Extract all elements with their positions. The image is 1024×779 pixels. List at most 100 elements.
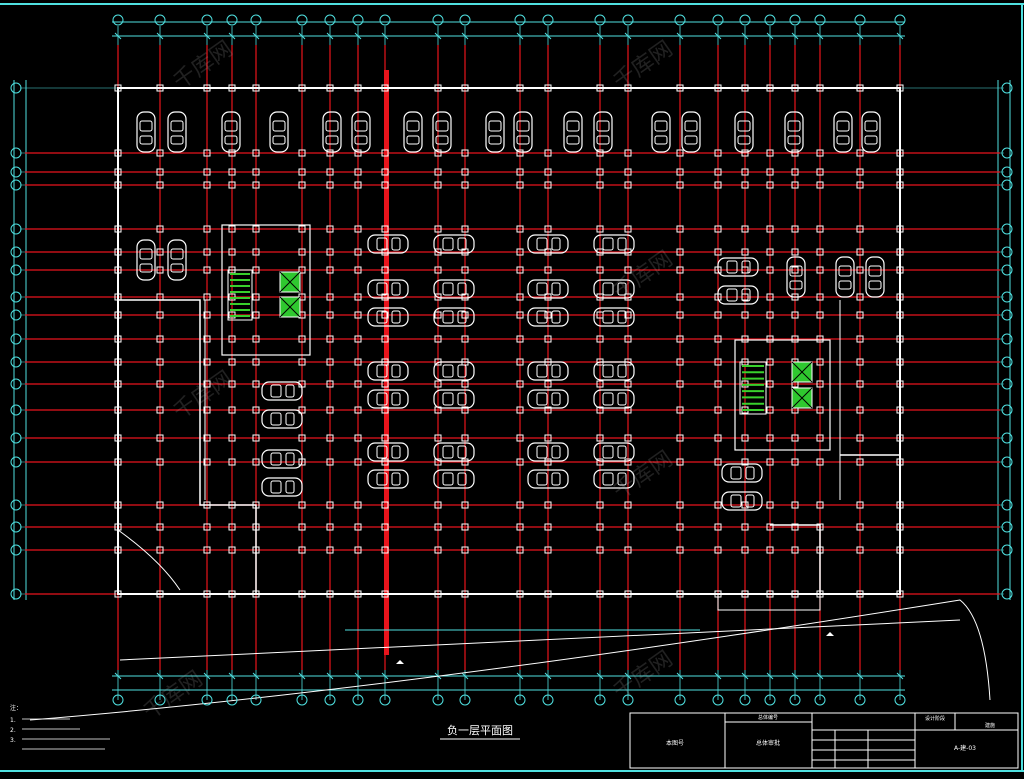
column xyxy=(114,266,122,274)
marker xyxy=(826,632,834,636)
axis-bubble-right xyxy=(1001,404,1013,416)
column xyxy=(896,293,904,301)
column xyxy=(766,293,774,301)
column xyxy=(741,501,749,509)
axis-bubble-left xyxy=(10,179,22,191)
column xyxy=(596,546,604,554)
tick-mark xyxy=(714,32,722,40)
parking-space-horizontal xyxy=(527,307,569,327)
column xyxy=(516,358,524,366)
column xyxy=(354,590,362,598)
column xyxy=(856,311,864,319)
axis-bubble-top xyxy=(739,14,751,26)
parking-space-horizontal xyxy=(433,307,475,327)
column xyxy=(816,311,824,319)
parking-space-vertical xyxy=(861,111,881,153)
column xyxy=(676,335,684,343)
column xyxy=(326,546,334,554)
axis-bubble-bottom xyxy=(739,694,751,706)
elevator-left-2 xyxy=(279,296,301,318)
axis-bubble-right xyxy=(1001,521,1013,533)
column xyxy=(766,590,774,598)
column xyxy=(252,149,260,157)
column xyxy=(252,225,260,233)
column xyxy=(596,501,604,509)
column xyxy=(156,311,164,319)
column xyxy=(596,225,604,233)
column xyxy=(228,458,236,466)
title-block: 本图号 总体审批 总体编号 A-建-03 设计阶段 建施 xyxy=(629,712,1019,769)
column xyxy=(896,458,904,466)
tick-mark xyxy=(381,672,389,680)
column xyxy=(354,181,362,189)
parking-space-horizontal xyxy=(433,442,475,462)
column xyxy=(203,406,211,414)
tick-mark xyxy=(766,32,774,40)
column xyxy=(896,248,904,256)
column xyxy=(624,168,632,176)
parking-space-vertical xyxy=(351,111,371,153)
title-block-cell-a: 本图号 xyxy=(666,739,684,747)
column xyxy=(203,380,211,388)
column xyxy=(714,168,722,176)
column xyxy=(544,84,552,92)
column xyxy=(896,380,904,388)
axis-bubble-bottom xyxy=(814,694,826,706)
column xyxy=(252,311,260,319)
tick-mark xyxy=(326,32,334,40)
column xyxy=(714,434,722,442)
column xyxy=(203,458,211,466)
column xyxy=(228,590,236,598)
column xyxy=(461,293,469,301)
column xyxy=(714,358,722,366)
column xyxy=(816,458,824,466)
column xyxy=(326,380,334,388)
column xyxy=(381,149,389,157)
column xyxy=(434,149,442,157)
column xyxy=(461,168,469,176)
parking-space-horizontal xyxy=(433,234,475,254)
column xyxy=(816,225,824,233)
column xyxy=(896,358,904,366)
column xyxy=(381,434,389,442)
column xyxy=(596,168,604,176)
tick-mark xyxy=(896,672,904,680)
tick-mark xyxy=(766,672,774,680)
column xyxy=(114,434,122,442)
column xyxy=(252,181,260,189)
column xyxy=(252,358,260,366)
column xyxy=(461,266,469,274)
parking-space-horizontal xyxy=(717,285,759,305)
tick-mark xyxy=(856,32,864,40)
column xyxy=(203,293,211,301)
column xyxy=(624,406,632,414)
parking-space-horizontal xyxy=(367,442,409,462)
parking-space-horizontal xyxy=(593,469,635,489)
column xyxy=(766,380,774,388)
column xyxy=(714,380,722,388)
column xyxy=(203,168,211,176)
column xyxy=(252,380,260,388)
axis-bubble-right xyxy=(1001,544,1013,556)
column xyxy=(766,149,774,157)
column xyxy=(114,149,122,157)
column xyxy=(766,84,774,92)
tick-mark xyxy=(298,672,306,680)
column xyxy=(791,311,799,319)
column xyxy=(624,501,632,509)
column xyxy=(434,84,442,92)
column xyxy=(354,358,362,366)
tick-mark xyxy=(676,672,684,680)
site-boundary xyxy=(29,599,991,721)
tick-mark xyxy=(252,32,260,40)
column xyxy=(766,458,774,466)
column xyxy=(856,590,864,598)
column xyxy=(791,248,799,256)
column xyxy=(114,523,122,531)
column xyxy=(896,590,904,598)
column xyxy=(326,406,334,414)
column xyxy=(544,181,552,189)
parking-space-vertical xyxy=(835,256,855,298)
column xyxy=(856,523,864,531)
column xyxy=(816,149,824,157)
